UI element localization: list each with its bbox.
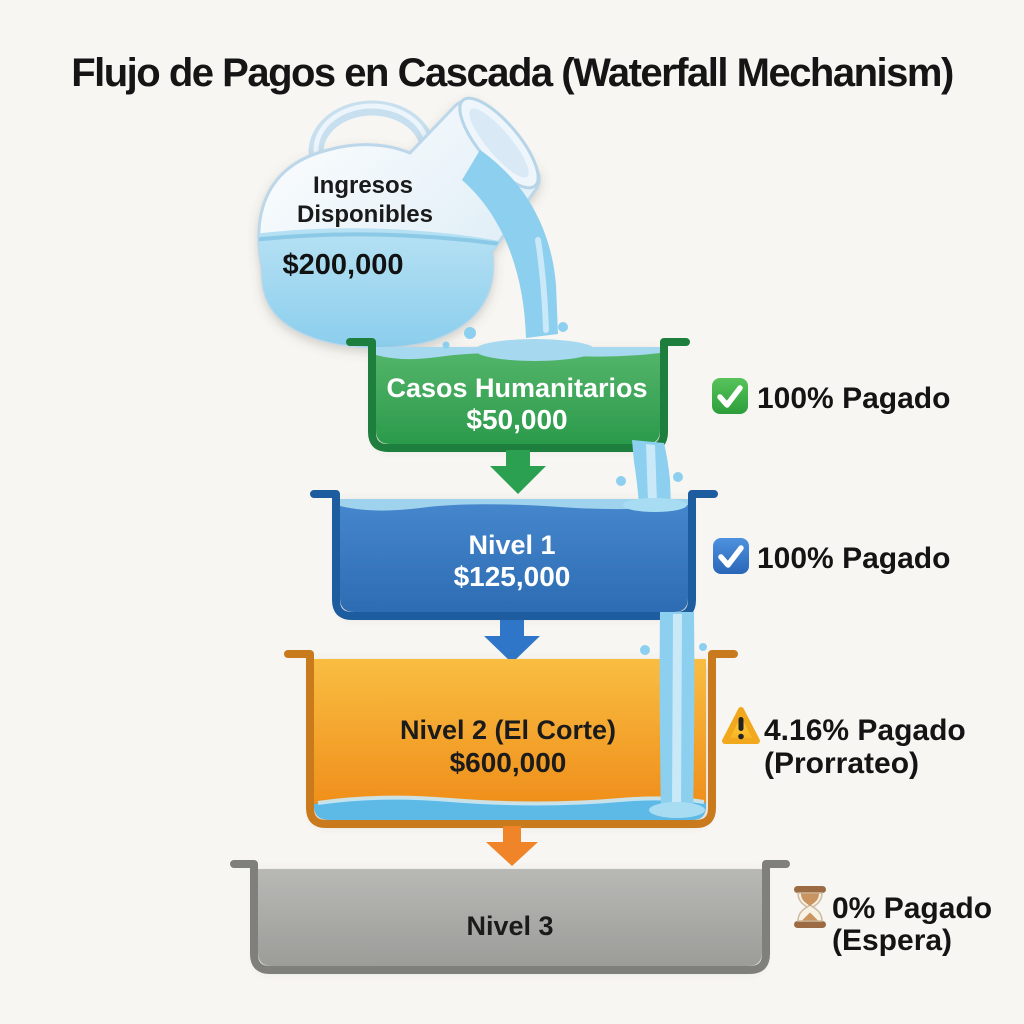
splash-droplet bbox=[673, 472, 683, 482]
check-mark bbox=[717, 385, 743, 408]
down-arrow-blue bbox=[484, 620, 540, 663]
exclamation-dot bbox=[738, 733, 744, 740]
splash-droplet bbox=[640, 645, 650, 655]
splash-droplet bbox=[699, 643, 707, 651]
blue-check-box bbox=[713, 538, 749, 574]
tier-amount: $600,000 bbox=[450, 747, 567, 778]
container-outline-blue bbox=[310, 490, 718, 620]
landing-wave bbox=[623, 498, 687, 512]
container-fill-gray bbox=[258, 869, 762, 966]
pour-stream bbox=[442, 150, 595, 361]
tier-name: Nivel 2 (El Corte) bbox=[400, 715, 616, 745]
water-pool-orange bbox=[314, 798, 706, 820]
source-label-line2: Disponibles bbox=[297, 201, 433, 228]
tier-nivel-2: Nivel 2 (El Corte) $600,000 bbox=[284, 650, 738, 866]
status-text: 0% Pagado bbox=[832, 892, 992, 925]
status-casos-humanitarios: 100% Pagado bbox=[712, 378, 950, 415]
splash-droplet bbox=[616, 476, 626, 486]
source-amount: $200,000 bbox=[283, 249, 404, 281]
green-check-box bbox=[712, 378, 748, 414]
down-arrow-green bbox=[490, 450, 546, 494]
tier-nivel-3: Nivel 3 bbox=[230, 860, 790, 974]
hourglass-bottom-cap bbox=[794, 921, 826, 928]
page-title: Flujo de Pagos en Cascada (Waterfall Mec… bbox=[71, 51, 953, 95]
tier-casos-humanitarios: Casos Humanitarios $50,000 bbox=[346, 338, 690, 494]
overflow-stream-green-to-blue bbox=[616, 440, 687, 512]
blue-check-icon bbox=[713, 538, 749, 574]
container-outline-gray bbox=[230, 860, 790, 974]
splash-green-surface bbox=[475, 339, 595, 361]
status-text: 4.16% Pagado bbox=[764, 714, 966, 747]
stream-highlight bbox=[535, 237, 549, 333]
check-mark bbox=[718, 545, 744, 568]
tier-name: Casos Humanitarios bbox=[386, 373, 647, 403]
splash-droplet bbox=[464, 327, 476, 339]
status-nivel-3: 0% Pagado (Espera) bbox=[794, 886, 992, 957]
tier-amount: $125,000 bbox=[454, 561, 571, 592]
container-outline-green bbox=[346, 338, 690, 452]
pitcher-mouth-inner bbox=[469, 108, 529, 178]
water-band-blue bbox=[340, 499, 688, 511]
warning-triangle-icon bbox=[722, 707, 760, 744]
tier-nivel-1: Nivel 1 $125,000 bbox=[310, 490, 718, 663]
landing-wave bbox=[649, 802, 705, 818]
pitcher-water bbox=[258, 228, 522, 348]
exclamation-bar bbox=[738, 717, 744, 731]
status-nivel-2: 4.16% Pagado (Prorrateo) bbox=[722, 707, 966, 780]
green-check-icon bbox=[712, 378, 748, 414]
status-text: 100% Pagado bbox=[757, 382, 950, 415]
splash-droplet bbox=[558, 322, 568, 332]
hourglass-icon bbox=[794, 886, 826, 928]
tier-name: Nivel 1 bbox=[468, 530, 555, 560]
down-arrow-orange bbox=[486, 826, 538, 866]
container-fill-orange bbox=[314, 659, 706, 820]
stream-highlight bbox=[672, 614, 682, 813]
tier-name: Nivel 3 bbox=[466, 911, 553, 941]
container-fill-blue bbox=[340, 499, 688, 612]
water-pool-crest bbox=[317, 795, 705, 806]
hourglass-sand-bottom bbox=[802, 912, 818, 921]
tier-amount: $50,000 bbox=[466, 404, 567, 435]
source-label-line1: Ingresos bbox=[313, 172, 413, 199]
status-note: (Espera) bbox=[832, 924, 952, 957]
pitcher-water-surface bbox=[258, 232, 501, 246]
status-nivel-1: 100% Pagado bbox=[713, 538, 950, 575]
water-pitcher-icon: Ingresos Disponibles $200,000 bbox=[257, 96, 541, 349]
overflow-stream-blue-to-orange bbox=[640, 612, 707, 818]
stream-highlight bbox=[646, 444, 657, 502]
container-fill-green bbox=[376, 347, 660, 444]
container-outline-orange bbox=[284, 650, 738, 828]
splash-droplet bbox=[442, 341, 450, 349]
status-note: (Prorrateo) bbox=[764, 747, 919, 780]
hourglass-sand-top bbox=[801, 893, 819, 906]
status-text: 100% Pagado bbox=[757, 542, 950, 575]
stream-from-pitcher bbox=[462, 150, 558, 338]
hourglass-top-cap bbox=[794, 886, 826, 893]
